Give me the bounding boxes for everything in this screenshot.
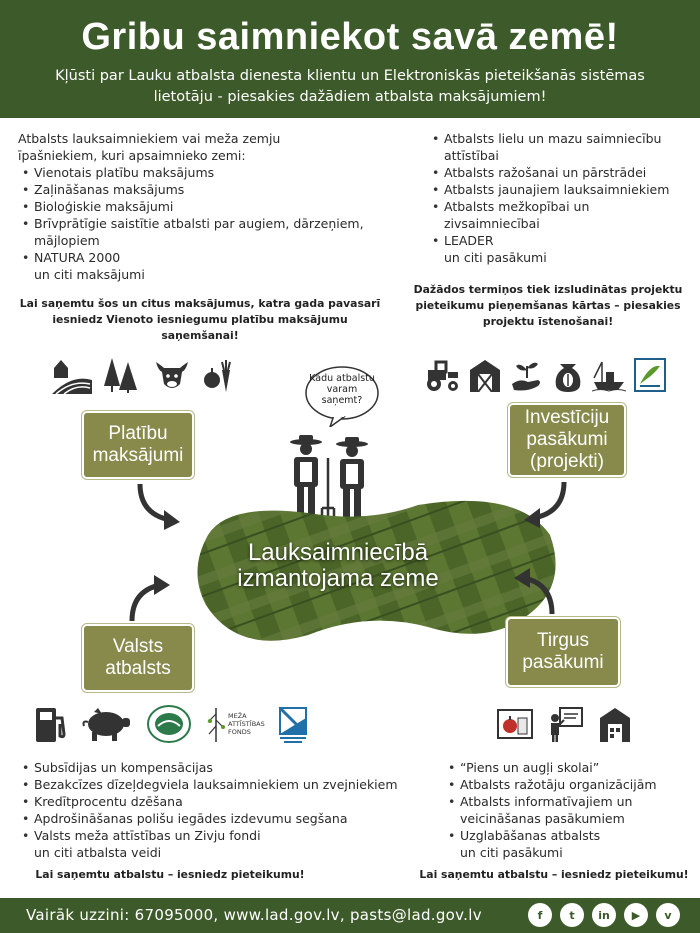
vimeo-icon[interactable]: v bbox=[656, 903, 680, 927]
investiciju-pasakumi-box: Investīciju pasākumi (projekti) bbox=[510, 405, 624, 475]
facebook-icon[interactable]: f bbox=[528, 903, 552, 927]
list-item: Apdrošināšanas polišu iegādes izdevumu s… bbox=[18, 810, 418, 827]
list-item: LEADER bbox=[428, 232, 688, 249]
speech-bubble bbox=[305, 366, 379, 427]
linkedin-icon[interactable]: in bbox=[592, 903, 616, 927]
forest-icon bbox=[104, 358, 137, 393]
school-milk-icon bbox=[497, 709, 533, 739]
farmland-image bbox=[197, 500, 556, 641]
tree-logo-icon bbox=[207, 708, 225, 742]
twitter-icon[interactable]: t bbox=[560, 903, 584, 927]
top-left-tail: un citi maksājumi bbox=[34, 267, 145, 282]
meza-attistibas-fonds-logo: MEŽA ATTĪSTĪBAS FONDS bbox=[206, 704, 265, 744]
fund-seal-icon bbox=[147, 705, 191, 743]
social-links: f t in ▶ v bbox=[528, 903, 680, 927]
list-item: Atbalsts ražotāju organizācijām bbox=[444, 776, 689, 793]
farmers-icon bbox=[290, 435, 368, 521]
bottom-right-list: “Piens un augļi skolai” Atbalsts ražotāj… bbox=[444, 759, 689, 844]
list-item: Atbalsts informatīvajiem un veicināšanas… bbox=[444, 793, 689, 827]
youtube-icon[interactable]: ▶ bbox=[624, 903, 648, 927]
top-left-intro: Atbalsts lauksaimniekiem vai meža zemju … bbox=[18, 131, 281, 163]
bottom-right-column: “Piens un augļi skolai” Atbalsts ražotāj… bbox=[444, 759, 689, 861]
list-item: Vienotais platību maksājums bbox=[18, 164, 378, 181]
list-item: Atbalsts jaunajiem lauksaimniekiem bbox=[428, 181, 688, 198]
cow-icon bbox=[156, 362, 188, 388]
farmland-label: Lauksaimniecībā izmantojama zeme bbox=[237, 539, 439, 592]
list-item: “Piens un augļi skolai” bbox=[444, 759, 689, 776]
bottom-left-list: Subsīdijas un kompensācijas Bezakcīzes d… bbox=[18, 759, 418, 844]
arrow-up-left-icon bbox=[514, 568, 555, 615]
list-item: Bezakcīzes dīzeļdegviela lauksaimniekiem… bbox=[18, 776, 418, 793]
fishing-boat-icon bbox=[592, 361, 626, 392]
bottom-left-tail: un citi atbalsta veidi bbox=[34, 845, 162, 860]
top-left-list: Vienotais platību maksājums Zaļināšanas … bbox=[18, 164, 378, 266]
arrow-up-right-icon bbox=[129, 575, 170, 622]
page-title: Gribu saimniekot savā zemē! bbox=[81, 16, 619, 58]
top-left-icons bbox=[52, 354, 234, 394]
arrow-down-left-icon bbox=[524, 481, 567, 528]
fish-fund-logo-icon bbox=[278, 706, 308, 743]
bottom-left-icons: MEŽA ATTĪSTĪBAS FONDS bbox=[34, 704, 310, 744]
top-right-icons bbox=[424, 358, 666, 392]
presentation-icon bbox=[551, 707, 583, 742]
fuel-pump-icon bbox=[36, 708, 66, 742]
top-left-column: Atbalsts lauksaimniekiem vai meža zemju … bbox=[18, 130, 378, 283]
leader-logo-icon bbox=[634, 358, 666, 392]
footer-bar: Vairāk uzzini: 67095000, www.lad.gov.lv,… bbox=[0, 898, 700, 933]
list-item: Uzglabāšanas atbalsts bbox=[444, 827, 689, 844]
list-item: Kredītprocentu dzēšana bbox=[18, 793, 418, 810]
platibu-maksajumi-box: Platību maksājumi bbox=[84, 413, 192, 477]
meza-fonds-text: MEŽA ATTĪSTĪBAS FONDS bbox=[228, 712, 265, 736]
list-item: Atbalsts ražošanai un pārstrādei bbox=[428, 164, 688, 181]
tractor-icon bbox=[427, 360, 458, 391]
list-item: Bioloģiskie maksājumi bbox=[18, 198, 378, 215]
footer-contact: Vairāk uzzini: 67095000, www.lad.gov.lv,… bbox=[26, 906, 482, 924]
list-item: NATURA 2000 bbox=[18, 249, 378, 266]
list-item: Atbalsts lielu un mazu saimniecību attīs… bbox=[428, 130, 688, 164]
storage-warehouse-icon bbox=[600, 708, 630, 742]
bottom-right-note: Lai saņemtu atbalstu – iesniedz pieteiku… bbox=[419, 868, 689, 881]
page-subtitle: Kļūsti par Lauku atbalsta dienesta klien… bbox=[55, 68, 645, 105]
bottom-right-tail: un citi pasākumi bbox=[460, 845, 563, 860]
list-item: Brīvprātīgie saistītie atbalsti par augi… bbox=[18, 215, 378, 249]
bottom-right-icons bbox=[496, 706, 632, 742]
hand-plant-icon bbox=[512, 362, 540, 391]
bottom-left-column: Subsīdijas un kompensācijas Bezakcīzes d… bbox=[18, 759, 418, 861]
vegetables-icon bbox=[204, 360, 231, 392]
farm-field-icon bbox=[52, 360, 92, 394]
barn-icon bbox=[470, 360, 500, 392]
top-right-column: Atbalsts lielu un mazu saimniecību attīs… bbox=[428, 130, 688, 266]
top-left-note: Lai saņemtu šos un citus maksājumus, kat… bbox=[19, 297, 381, 342]
list-item: Subsīdijas un kompensācijas bbox=[18, 759, 418, 776]
grain-sack-icon bbox=[555, 364, 581, 392]
valsts-atbalsts-box: Valsts atbalsts bbox=[84, 626, 192, 690]
bottom-left-note: Lai saņemtu atbalstu – iesniedz pieteiku… bbox=[35, 868, 305, 881]
top-right-tail: un citi pasākumi bbox=[444, 250, 547, 265]
arrow-down-right-icon bbox=[137, 483, 180, 530]
speech-bubble-text: Kādu atbalstu varam saņemt? bbox=[309, 373, 375, 406]
list-item: Atbalsts mežkopībai un zivsaimniecībai bbox=[428, 198, 688, 232]
list-item: Valsts meža attīstības un Zivju fondi bbox=[18, 827, 418, 844]
tirgus-pasakumi-box: Tirgus pasākumi bbox=[508, 619, 618, 685]
pig-icon bbox=[82, 708, 130, 741]
list-item: Zaļināšanas maksājums bbox=[18, 181, 378, 198]
top-right-note: Dažādos termiņos tiek izsludinātas proje… bbox=[413, 283, 683, 328]
top-right-list: Atbalsts lielu un mazu saimniecību attīs… bbox=[428, 130, 688, 249]
header-banner: Gribu saimniekot savā zemē! Kļūsti par L… bbox=[0, 0, 700, 118]
